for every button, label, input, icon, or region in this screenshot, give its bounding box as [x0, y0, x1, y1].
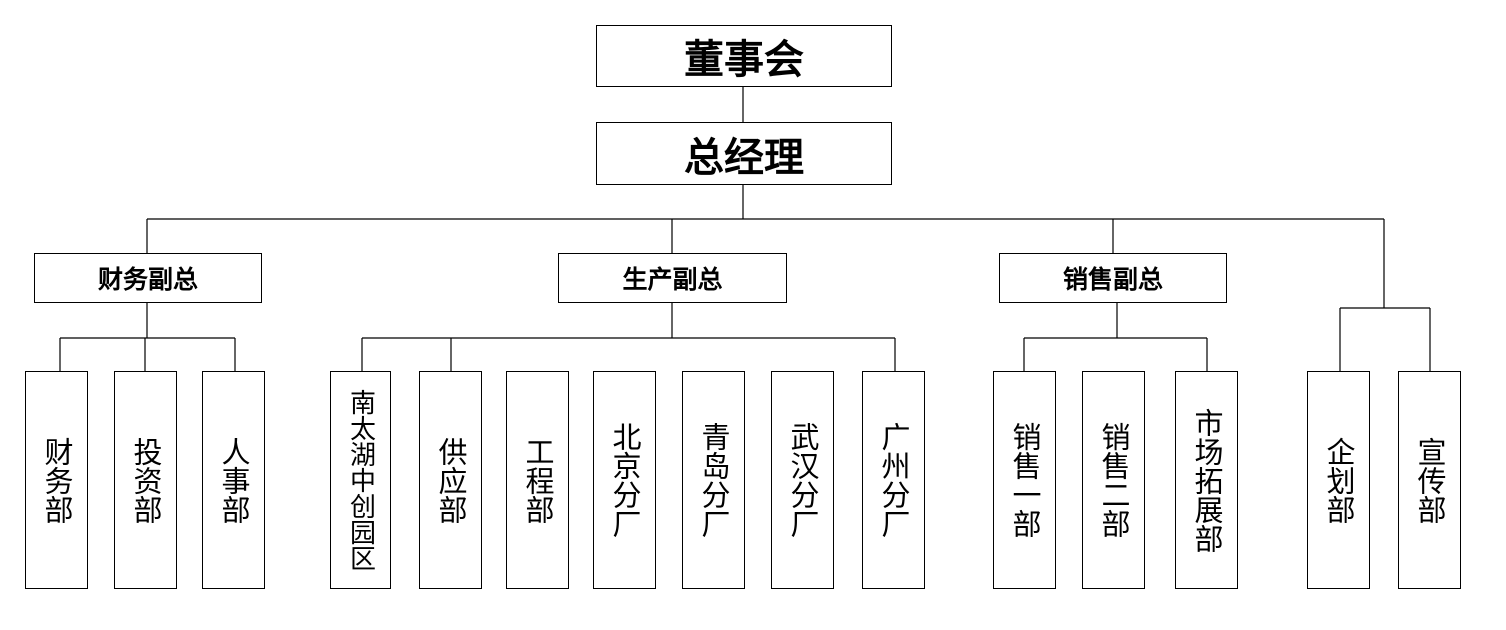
dept-hr: 人事部 [202, 371, 265, 589]
dept-sales-1: 销售一部 [993, 371, 1056, 589]
dept-qingdao-factory: 青岛分厂 [682, 371, 745, 589]
dept-publicity: 宣传部 [1398, 371, 1461, 589]
dept-planning: 企划部 [1307, 371, 1370, 589]
dept-investment: 投资部 [114, 371, 177, 589]
dept-supply: 供应部 [419, 371, 482, 589]
dept-sales-2: 销售二部 [1082, 371, 1145, 589]
dept-guangzhou-factory: 广州分厂 [862, 371, 925, 589]
dept-wuhan-factory: 武汉分厂 [771, 371, 834, 589]
dept-finance: 财务部 [25, 371, 88, 589]
board-box: 董事会 [596, 25, 892, 87]
dept-south-taihu-park: 南太湖中创园区 [330, 371, 391, 589]
dept-beijing-factory: 北京分厂 [593, 371, 656, 589]
vp-production-box: 生产副总 [558, 253, 787, 303]
vp-finance-box: 财务副总 [34, 253, 262, 303]
dept-engineering: 工程部 [506, 371, 569, 589]
dept-market-expansion: 市场拓展部 [1175, 371, 1238, 589]
general-manager-box: 总经理 [596, 122, 892, 185]
vp-sales-box: 销售副总 [999, 253, 1227, 303]
